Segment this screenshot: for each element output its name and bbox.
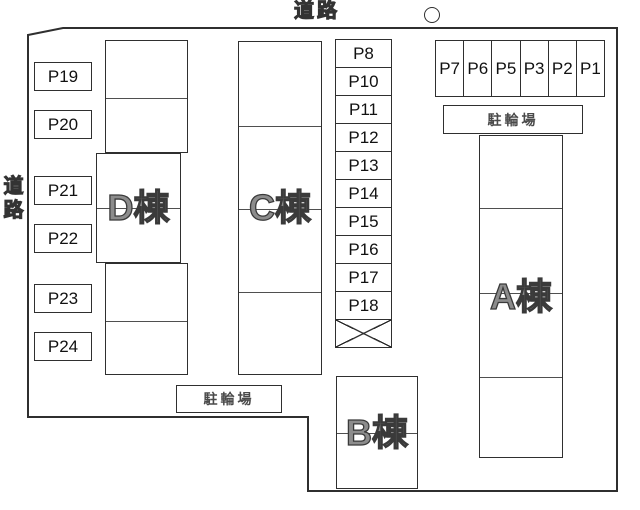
floor-divider-line [239,292,321,293]
crossed-out-cell [336,320,391,347]
building-a-label: A棟 [489,275,552,317]
building-d: D棟 [96,153,181,263]
site-boundary-outline [27,27,618,492]
bike-parking-top: 駐輪場 [443,105,583,134]
building-b-label: B棟 [345,411,408,453]
parking-spot-p8: P8 [336,40,391,68]
floor-divider-line [239,209,321,210]
floor-divider-line [480,377,562,378]
parking-spot-p20: P20 [34,110,92,139]
parking-spot-p19: P19 [34,62,92,91]
building-d-top-block [105,40,188,153]
building-c-label: C棟 [248,187,311,228]
parking-spot-p16: P16 [336,236,391,264]
parking-spot-p21: P21 [34,176,92,205]
floor-divider-line [480,293,562,294]
parking-spot-p1: P1 [580,58,601,78]
parking-spot-p10: P10 [336,68,391,96]
parking-spot-p6: P6 [464,41,493,96]
parking-spot-p2: P2 [549,41,577,96]
floor-divider-line [97,208,180,209]
building-a: A棟 [479,135,563,458]
parking-middle-column: P8 P10 P11 P12 P13 P14 P15 P16 P17 P18 [335,39,392,348]
floor-divider-line [337,433,417,434]
parking-spot-p7: P7 [436,41,465,96]
building-b: B棟 [336,376,418,489]
floor-divider-line [106,321,187,322]
parking-spot-p24: P24 [34,332,92,361]
building-d-label: D棟 [107,187,170,228]
parking-spot-p23: P23 [34,284,92,313]
floor-divider-line [239,126,321,127]
parking-spot-p14: P14 [336,180,391,208]
floor-divider-line [106,98,187,99]
parking-spot-p3: P3 [521,41,549,96]
parking-spot-p11: P11 [336,96,391,124]
parking-top-row: P7 P6 P5 P3 P2 P1 [435,40,605,97]
parking-spot-p13: P13 [336,152,391,180]
parking-spot-p12: P12 [336,124,391,152]
building-d-bottom-block [105,263,188,375]
parking-spot-p17: P17 [336,264,391,292]
building-c: C棟 [238,41,322,375]
road-marker-icon [424,7,440,23]
parking-spot-p15: P15 [336,208,391,236]
floor-divider-line [480,208,562,209]
road-left-label: 道路 [0,175,23,224]
parking-spot-p5: P5 [492,41,521,96]
bike-parking-bottom: 駐輪場 [176,385,282,413]
parking-spot-p18: P18 [336,292,391,320]
road-top-label: 道路 [294,0,340,22]
parking-spot-p22: P22 [34,224,92,253]
